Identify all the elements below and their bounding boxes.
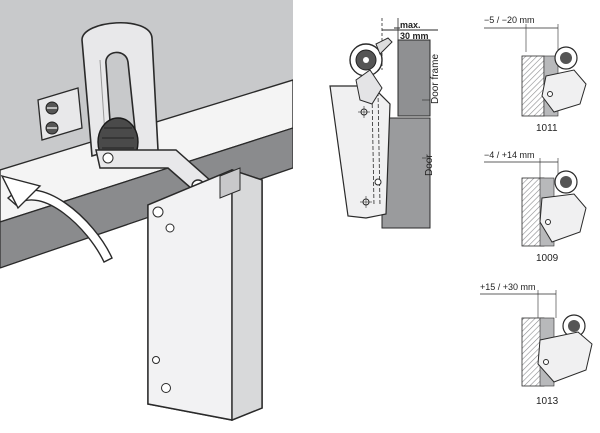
variant-model: 1011 xyxy=(536,123,558,134)
side-view-diagram: max. 30 mm Door frame Door xyxy=(326,0,476,428)
variant-model: 1013 xyxy=(536,396,559,407)
curved-arrow-icon xyxy=(0,174,113,263)
variant-1013: +15 / +30 mm 1013 xyxy=(480,282,593,407)
svg-text:max.: max. xyxy=(400,20,421,30)
variant-1011: −5 / −20 mm 1011 xyxy=(484,15,587,134)
door-frame-shape xyxy=(397,39,431,117)
door-frame-label: Door frame xyxy=(430,54,441,104)
holder-body xyxy=(147,167,263,422)
holder-side-body xyxy=(329,69,391,219)
variant-1009: −4 / +14 mm 1009 xyxy=(484,150,587,264)
variants-column: −5 / −20 mm 1011 −4 / +14 mm 1009 xyxy=(474,0,600,428)
variant-range: +15 / +30 mm xyxy=(480,282,536,292)
door-shape xyxy=(381,117,431,229)
variant-range: −5 / −20 mm xyxy=(484,15,535,25)
door-label: Door xyxy=(424,154,435,176)
svg-text:30 mm: 30 mm xyxy=(400,31,429,41)
mounting-plate xyxy=(37,87,83,141)
variant-range: −4 / +14 mm xyxy=(484,150,535,160)
roller-icon xyxy=(349,37,393,77)
product-illustration xyxy=(0,0,294,428)
door-holder-3d xyxy=(0,0,294,428)
variant-model: 1009 xyxy=(536,253,559,264)
